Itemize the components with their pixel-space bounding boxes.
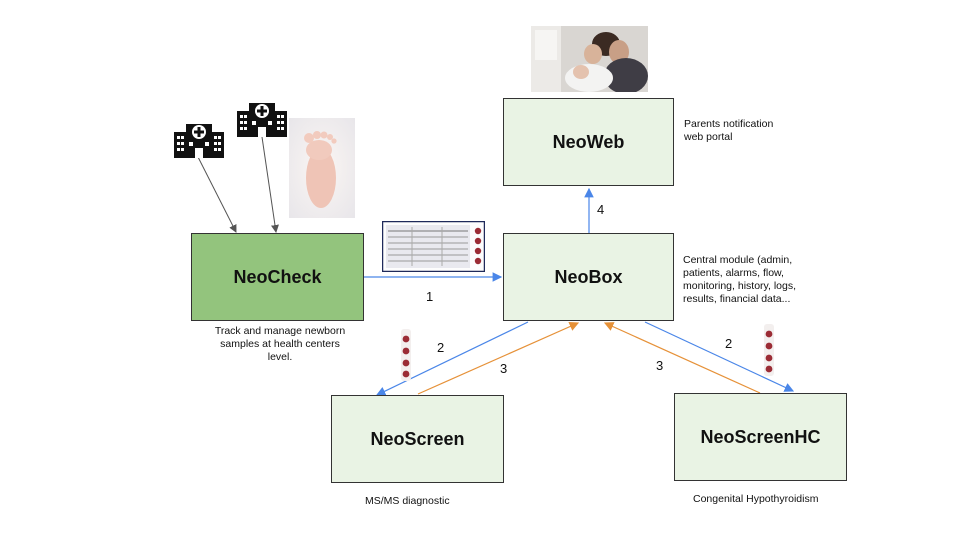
node-neoscreenhc-label: NeoScreenHC xyxy=(700,426,821,447)
node-neoscreenhc: NeoScreenHC xyxy=(674,393,847,481)
neocheck-description-line: samples at health centers xyxy=(220,338,340,350)
neobox-description-line: monitoring, history, logs, xyxy=(683,280,797,292)
edge-label-neocheck-to-neobox: 1 xyxy=(426,289,434,304)
neoscreen-description: MS/MS diagnostic xyxy=(365,495,450,507)
neocheck-description-line: Track and manage newborn xyxy=(214,325,346,337)
node-neobox-label: NeoBox xyxy=(554,266,623,287)
neocheck-description-line: level. xyxy=(267,351,293,363)
arrow-neobox-to-neoscreen xyxy=(375,321,529,396)
sample-tube-icon xyxy=(398,329,414,386)
baby-foot-photo xyxy=(289,118,355,223)
edge-label-neoscreenhc-to-neobox: 3 xyxy=(656,358,664,373)
neoweb-description-line: web portal xyxy=(684,131,733,143)
neocheck-description: Track and manage newborn samples at heal… xyxy=(200,325,360,364)
node-neocheck: NeoCheck xyxy=(191,233,364,321)
arrow-neoscreen-to-neobox xyxy=(417,322,580,395)
neoweb-description: Parents notification web portal xyxy=(684,118,773,144)
edge-label-neobox-to-neoweb: 4 xyxy=(597,202,605,217)
node-neoweb-label: NeoWeb xyxy=(552,131,625,152)
neoscreenhc-description: Congenital Hypothyroidism xyxy=(693,493,819,505)
edge-label-neobox-to-neoscreenhc: 2 xyxy=(725,336,733,351)
edge-label-neoscreen-to-neobox: 3 xyxy=(500,361,508,376)
hospital-icon xyxy=(237,99,287,142)
arrow-hospital2-to-neocheck xyxy=(261,136,279,233)
node-neoweb: NeoWeb xyxy=(503,98,674,186)
arrow-hospital1-to-neocheck xyxy=(197,156,237,233)
node-neobox: NeoBox xyxy=(503,233,674,321)
node-neoscreen: NeoScreen xyxy=(331,395,504,483)
node-neoscreen-label: NeoScreen xyxy=(370,428,465,449)
parents-newborn-photo xyxy=(531,26,648,97)
arrow-neobox-to-neoscreenhc xyxy=(644,321,795,392)
hospital-icon xyxy=(174,120,224,163)
sample-tube-icon xyxy=(761,324,777,381)
neobox-description: Central module (admin, patients, alarms,… xyxy=(683,254,796,306)
neobox-description-line: results, financial data... xyxy=(683,293,791,305)
blood-sample-card-image xyxy=(381,220,486,277)
arrow-neoscreenhc-to-neobox xyxy=(603,322,761,394)
node-neocheck-label: NeoCheck xyxy=(233,266,322,287)
neobox-description-line: patients, alarms, flow, xyxy=(683,267,784,279)
neobox-description-line: Central module (admin, xyxy=(683,254,793,266)
edge-label-neobox-to-neoscreen: 2 xyxy=(437,340,445,355)
neoweb-description-line: Parents notification xyxy=(684,118,774,130)
